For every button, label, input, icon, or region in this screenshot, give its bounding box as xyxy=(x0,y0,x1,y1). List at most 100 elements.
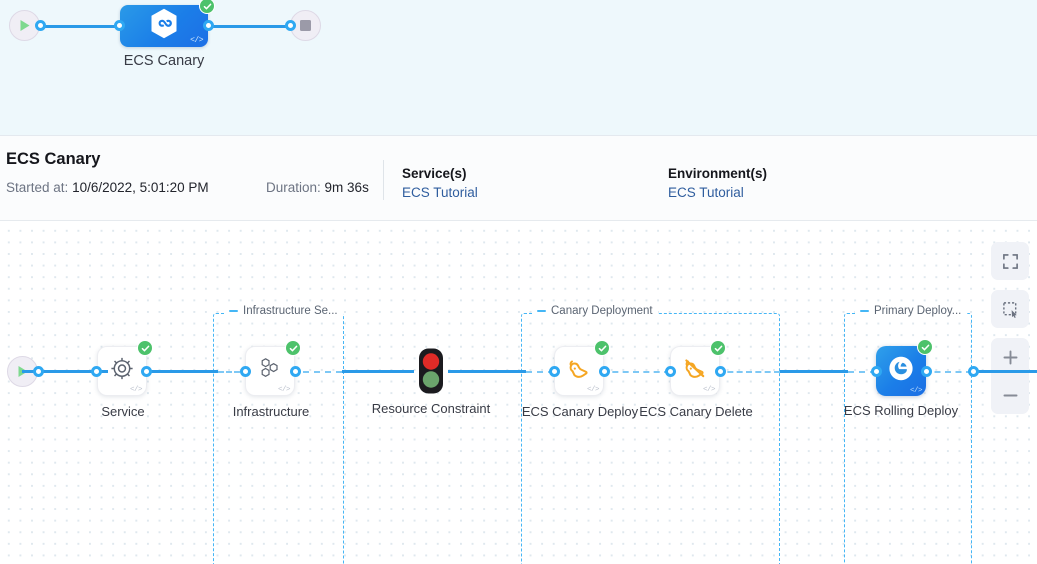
services-label: Service(s) xyxy=(402,166,467,181)
banner-stage-label: ECS Canary xyxy=(123,53,205,69)
node-ecs-canary-delete-code-icon: </> xyxy=(702,386,716,394)
zoom-out-button[interactable] xyxy=(991,376,1029,414)
marquee-select-button[interactable] xyxy=(991,290,1029,328)
edge-canary-to-primary xyxy=(780,370,848,373)
edge-resource-constraint-out xyxy=(448,370,526,373)
edge-start-to-service xyxy=(22,370,108,373)
banner-edge-start xyxy=(42,24,120,28)
collapse-dash-icon[interactable] xyxy=(537,310,546,312)
collapse-dash-icon[interactable] xyxy=(229,310,238,312)
execution-info-bar: ECS Canary Started at: 10/6/2022, 5:01:2… xyxy=(0,136,1037,221)
node-infrastructure-in-port[interactable] xyxy=(240,366,251,377)
node-ecs-rolling-deploy-status-badge xyxy=(917,339,933,355)
node-resource-constraint[interactable]: Resource Constraint xyxy=(372,348,490,416)
stop-icon xyxy=(300,20,311,31)
collapse-dash-icon[interactable] xyxy=(860,310,869,312)
banner-stage-node-body[interactable]: </> xyxy=(120,0,215,47)
group-infrastructure-section[interactable]: Infrastructure Se... xyxy=(213,305,344,564)
edge-group-in-infrastructure xyxy=(218,370,248,373)
started-at-label: Started at: xyxy=(6,180,69,195)
harness-hexagon-infinity-icon xyxy=(149,8,179,45)
node-ecs-rolling-deploy-label: ECS Rolling Deploy xyxy=(843,403,959,418)
edge-primary-out xyxy=(924,370,972,373)
environments-value-link[interactable]: ECS Tutorial xyxy=(668,185,744,200)
services-column: Service(s) ECS Tutorial xyxy=(402,166,478,200)
page-title: ECS Canary xyxy=(6,150,101,168)
banner-stage-code-icon: </> xyxy=(190,36,203,45)
group-primary-deployment[interactable]: Primary Deploy... xyxy=(844,305,972,564)
hexagon-cluster-icon xyxy=(257,356,283,387)
edge-service-to-groupedge xyxy=(144,370,218,373)
node-ecs-canary-deploy[interactable]: </> ECS Canary Deploy xyxy=(522,340,638,419)
environments-label: Environment(s) xyxy=(668,166,768,181)
zoom-in-button[interactable] xyxy=(991,338,1029,376)
services-value-link[interactable]: ECS Tutorial xyxy=(402,185,478,200)
node-service-label: Service xyxy=(101,404,145,419)
node-ecs-canary-delete-status-badge xyxy=(710,340,726,356)
plus-icon xyxy=(1003,350,1017,364)
fullscreen-button[interactable] xyxy=(991,242,1029,280)
banner-end-port[interactable] xyxy=(285,20,296,31)
edge-to-resource-constraint xyxy=(342,370,414,373)
canvas-end-port[interactable] xyxy=(968,366,979,377)
canvas-start-port[interactable] xyxy=(33,366,44,377)
minus-icon xyxy=(1003,394,1017,396)
node-resource-constraint-label: Resource Constraint xyxy=(371,401,491,416)
group-primary-label: Primary Deploy... xyxy=(874,305,962,317)
group-canary-label: Canary Deployment xyxy=(551,305,653,317)
banner-start-port[interactable] xyxy=(35,20,46,31)
started-at: Started at: 10/6/2022, 5:01:20 PM xyxy=(6,180,209,195)
canary-bird-delete-icon xyxy=(681,355,709,388)
node-ecs-canary-deploy-in-port[interactable] xyxy=(549,366,560,377)
node-infrastructure-out-port[interactable] xyxy=(290,366,301,377)
play-icon xyxy=(20,20,29,31)
edge-infrastructure-out xyxy=(292,370,342,373)
ecs-rolling-deploy-icon xyxy=(887,355,915,388)
pipeline-overview-banner: </> ECS Canary xyxy=(0,0,1037,136)
environments-column: Environment(s) ECS Tutorial xyxy=(668,166,767,200)
marquee-select-icon xyxy=(1002,301,1017,318)
canvas-controls xyxy=(991,242,1029,414)
node-ecs-rolling-deploy-out-port[interactable] xyxy=(921,366,932,377)
node-ecs-canary-delete-out-port[interactable] xyxy=(715,366,726,377)
node-ecs-canary-delete[interactable]: </> ECS Canary Delete xyxy=(639,340,753,419)
banner-start-node[interactable] xyxy=(9,10,40,41)
edge-group-in-canary xyxy=(526,370,554,373)
node-ecs-canary-deploy-status-badge xyxy=(594,340,610,356)
node-ecs-rolling-deploy[interactable]: </> ECS Rolling Deploy xyxy=(844,339,958,418)
traffic-light-icon xyxy=(419,348,443,394)
node-service-out-port[interactable] xyxy=(141,366,152,377)
node-ecs-canary-delete-in-port[interactable] xyxy=(665,366,676,377)
group-canary-deployment[interactable]: Canary Deployment xyxy=(521,305,780,564)
edge-primary-to-end xyxy=(972,370,1037,373)
pipeline-graph-canvas[interactable]: Infrastructure Se... Canary Deployment P… xyxy=(0,221,1037,564)
node-service-status-badge xyxy=(137,340,153,356)
started-at-value: 10/6/2022, 5:01:20 PM xyxy=(72,180,209,195)
node-infrastructure[interactable]: </> Infrastructure xyxy=(233,340,309,419)
group-infrastructure-title[interactable]: Infrastructure Se... xyxy=(224,305,343,317)
duration: Duration: 9m 36s xyxy=(266,180,369,195)
node-ecs-canary-deploy-out-port[interactable] xyxy=(599,366,610,377)
fullscreen-icon xyxy=(1002,253,1018,269)
banner-stage-status-badge xyxy=(199,0,215,14)
edge-canary-delete-out xyxy=(718,370,780,373)
node-ecs-rolling-deploy-in-port[interactable] xyxy=(871,366,882,377)
edge-group-in-primary xyxy=(848,370,876,373)
node-service-in-port[interactable] xyxy=(91,366,102,377)
node-infrastructure-label: Infrastructure xyxy=(232,404,310,419)
node-infrastructure-status-badge xyxy=(285,340,301,356)
group-infrastructure-label: Infrastructure Se... xyxy=(243,305,338,317)
node-ecs-canary-deploy-label: ECS Canary Deploy xyxy=(521,404,639,419)
banner-stage-in-port[interactable] xyxy=(114,20,125,31)
banner-stage-ecs-canary[interactable]: </> ECS Canary xyxy=(120,0,215,69)
banner-edge-end xyxy=(209,24,290,28)
banner-stage-out-port[interactable] xyxy=(203,20,214,31)
group-canary-title[interactable]: Canary Deployment xyxy=(532,305,658,317)
node-infrastructure-code-icon: </> xyxy=(277,386,291,394)
node-ecs-canary-delete-label: ECS Canary Delete xyxy=(639,404,753,419)
duration-value: 9m 36s xyxy=(324,180,369,195)
node-ecs-rolling-deploy-code-icon: </> xyxy=(909,387,923,395)
group-primary-title[interactable]: Primary Deploy... xyxy=(855,305,967,317)
node-service-code-icon: </> xyxy=(129,386,143,394)
